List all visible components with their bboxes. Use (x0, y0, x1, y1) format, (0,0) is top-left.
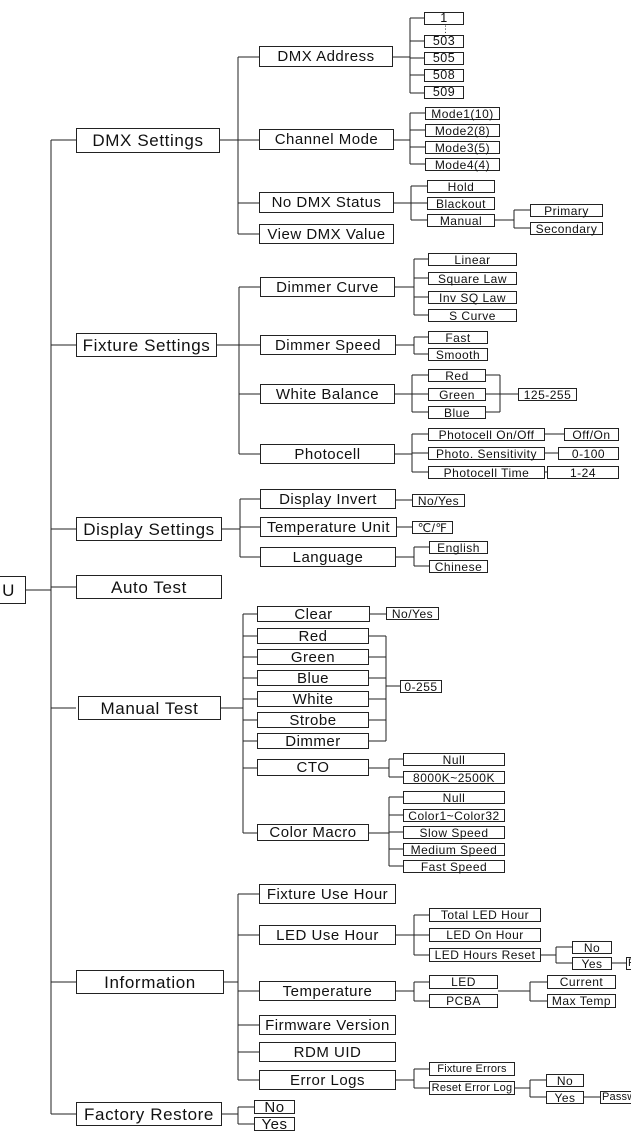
led-reset-yes[interactable]: Yes (572, 957, 612, 970)
dmx-address-value[interactable]: 503 (424, 35, 464, 48)
no-dmx-option[interactable]: Manual (427, 214, 495, 227)
temperature-unit-value: ℃/℉ (412, 521, 453, 534)
channel-mode-option[interactable]: Mode1(10) (425, 107, 500, 120)
manual-channel-green[interactable]: Green (257, 649, 369, 665)
menu-rdm-uid[interactable]: RDM UID (259, 1042, 396, 1062)
error-reset-yes[interactable]: Yes (546, 1091, 584, 1104)
photocell-value: 0-100 (558, 447, 619, 460)
led-reset-no[interactable]: No (572, 941, 612, 954)
dimmer-curve-option[interactable]: Inv SQ Law (428, 291, 517, 304)
photocell-option[interactable]: Photo. Sensitivity (428, 447, 545, 460)
display-invert-value: No/Yes (412, 494, 465, 507)
language-option[interactable]: English (429, 541, 488, 554)
factory-restore-yes[interactable]: Yes (254, 1117, 295, 1132)
dmx-address-value[interactable]: 509 (424, 86, 464, 99)
dimmer-curve-option[interactable]: Square Law (428, 272, 517, 285)
no-dmx-option[interactable]: Hold (427, 180, 495, 193)
error-reset-no[interactable]: No (546, 1074, 584, 1087)
menu-display-settings[interactable]: Display Settings (76, 517, 222, 541)
menu-factory-restore[interactable]: Factory Restore (76, 1102, 222, 1126)
dimmer-curve-option[interactable]: Linear (428, 253, 517, 266)
menu-firmware-version[interactable]: Firmware Version (259, 1015, 396, 1035)
white-balance-option[interactable]: Blue (428, 406, 486, 419)
menu-cto[interactable]: CTO (257, 759, 369, 776)
menu-fixture-use-hour[interactable]: Fixture Use Hour (259, 884, 396, 904)
dimmer-speed-option[interactable]: Fast (428, 331, 488, 344)
factory-restore-no[interactable]: No (254, 1100, 295, 1115)
menu-information[interactable]: Information (76, 970, 224, 994)
menu-display-invert[interactable]: Display Invert (260, 489, 396, 509)
cto-option[interactable]: 8000K~2500K (403, 771, 505, 784)
error-logs-option[interactable]: Reset Error Log (429, 1081, 515, 1095)
channel-mode-option[interactable]: Mode2(8) (425, 124, 500, 137)
menu-clear[interactable]: Clear (257, 606, 370, 622)
menu-photocell[interactable]: Photocell (260, 444, 395, 464)
menu-dimmer-curve[interactable]: Dimmer Curve (260, 277, 395, 297)
photocell-value: 1-24 (547, 466, 619, 479)
dimmer-speed-option[interactable]: Smooth (428, 348, 488, 361)
menu-manual-test[interactable]: Manual Test (78, 696, 221, 720)
menu-temperature[interactable]: Temperature (259, 981, 396, 1001)
led-use-hour-option[interactable]: LED Hours Reset (429, 948, 541, 962)
manual-option-secondary[interactable]: Secondary (530, 222, 603, 235)
menu-fixture-settings[interactable]: Fixture Settings (76, 333, 217, 357)
no-dmx-option[interactable]: Blackout (427, 197, 495, 210)
manual-channel-white[interactable]: White (257, 691, 369, 707)
menu-channel-mode[interactable]: Channel Mode (259, 129, 394, 150)
language-option[interactable]: Chinese (429, 560, 488, 573)
manual-channel-red[interactable]: Red (257, 628, 369, 644)
temperature-readout[interactable]: Max Temp (547, 994, 616, 1008)
photocell-option[interactable]: Photocell Time (428, 466, 545, 479)
menu-view-dmx-value[interactable]: View DMX Value (259, 224, 394, 244)
menu-language[interactable]: Language (260, 547, 396, 567)
dimmer-curve-option[interactable]: S Curve (428, 309, 517, 322)
menu-dmx-settings[interactable]: DMX Settings (76, 128, 220, 153)
color-macro-option[interactable]: Null (403, 791, 505, 804)
root-menu-node[interactable]: U (0, 576, 26, 604)
channel-mode-option[interactable]: Mode3(5) (425, 141, 500, 154)
cto-option[interactable]: Null (403, 753, 505, 766)
menu-led-use-hour[interactable]: LED Use Hour (259, 925, 396, 945)
manual-channel-blue[interactable]: Blue (257, 670, 369, 686)
error-logs-option[interactable]: Fixture Errors (429, 1062, 515, 1076)
channel-mode-option[interactable]: Mode4(4) (425, 158, 500, 171)
photocell-option[interactable]: Photocell On/Off (428, 428, 545, 441)
dmx-address-ellipsis: ⋮ (441, 24, 450, 34)
led-reset-password-tail: P (626, 957, 631, 970)
photocell-value: Off/On (564, 428, 619, 441)
clear-value: No/Yes (386, 607, 439, 620)
manual-option-primary[interactable]: Primary (530, 204, 603, 217)
dmx-address-value[interactable]: 505 (424, 52, 464, 65)
temperature-sensor[interactable]: LED (429, 975, 498, 989)
channel-range: 0-255 (400, 680, 442, 693)
color-macro-option[interactable]: Slow Speed (403, 826, 505, 839)
menu-white-balance[interactable]: White Balance (260, 384, 395, 404)
error-reset-password-tail: Passw (600, 1091, 631, 1104)
manual-channel-dimmer[interactable]: Dimmer (257, 733, 369, 749)
dmx-address-value[interactable]: 1 (424, 12, 464, 25)
menu-error-logs[interactable]: Error Logs (259, 1070, 396, 1090)
temperature-sensor[interactable]: PCBA (429, 994, 498, 1008)
manual-channel-strobe[interactable]: Strobe (257, 712, 369, 728)
color-macro-option[interactable]: Medium Speed (403, 843, 505, 856)
color-macro-option[interactable]: Color1~Color32 (403, 809, 505, 822)
menu-no-dmx-status[interactable]: No DMX Status (259, 192, 394, 213)
color-macro-option[interactable]: Fast Speed (403, 860, 505, 873)
white-balance-option[interactable]: Red (428, 369, 486, 382)
menu-auto-test[interactable]: Auto Test (76, 575, 222, 599)
menu-dmx-address[interactable]: DMX Address (259, 46, 393, 67)
dmx-address-value[interactable]: 508 (424, 69, 464, 82)
white-balance-range: 125-255 (518, 388, 577, 401)
menu-color-macro[interactable]: Color Macro (257, 824, 369, 841)
menu-dimmer-speed[interactable]: Dimmer Speed (260, 335, 396, 355)
white-balance-option[interactable]: Green (428, 388, 486, 401)
menu-temperature-unit[interactable]: Temperature Unit (260, 517, 397, 537)
temperature-readout[interactable]: Current (547, 975, 616, 989)
led-use-hour-option[interactable]: Total LED Hour (429, 908, 541, 922)
led-use-hour-option[interactable]: LED On Hour (429, 928, 541, 942)
